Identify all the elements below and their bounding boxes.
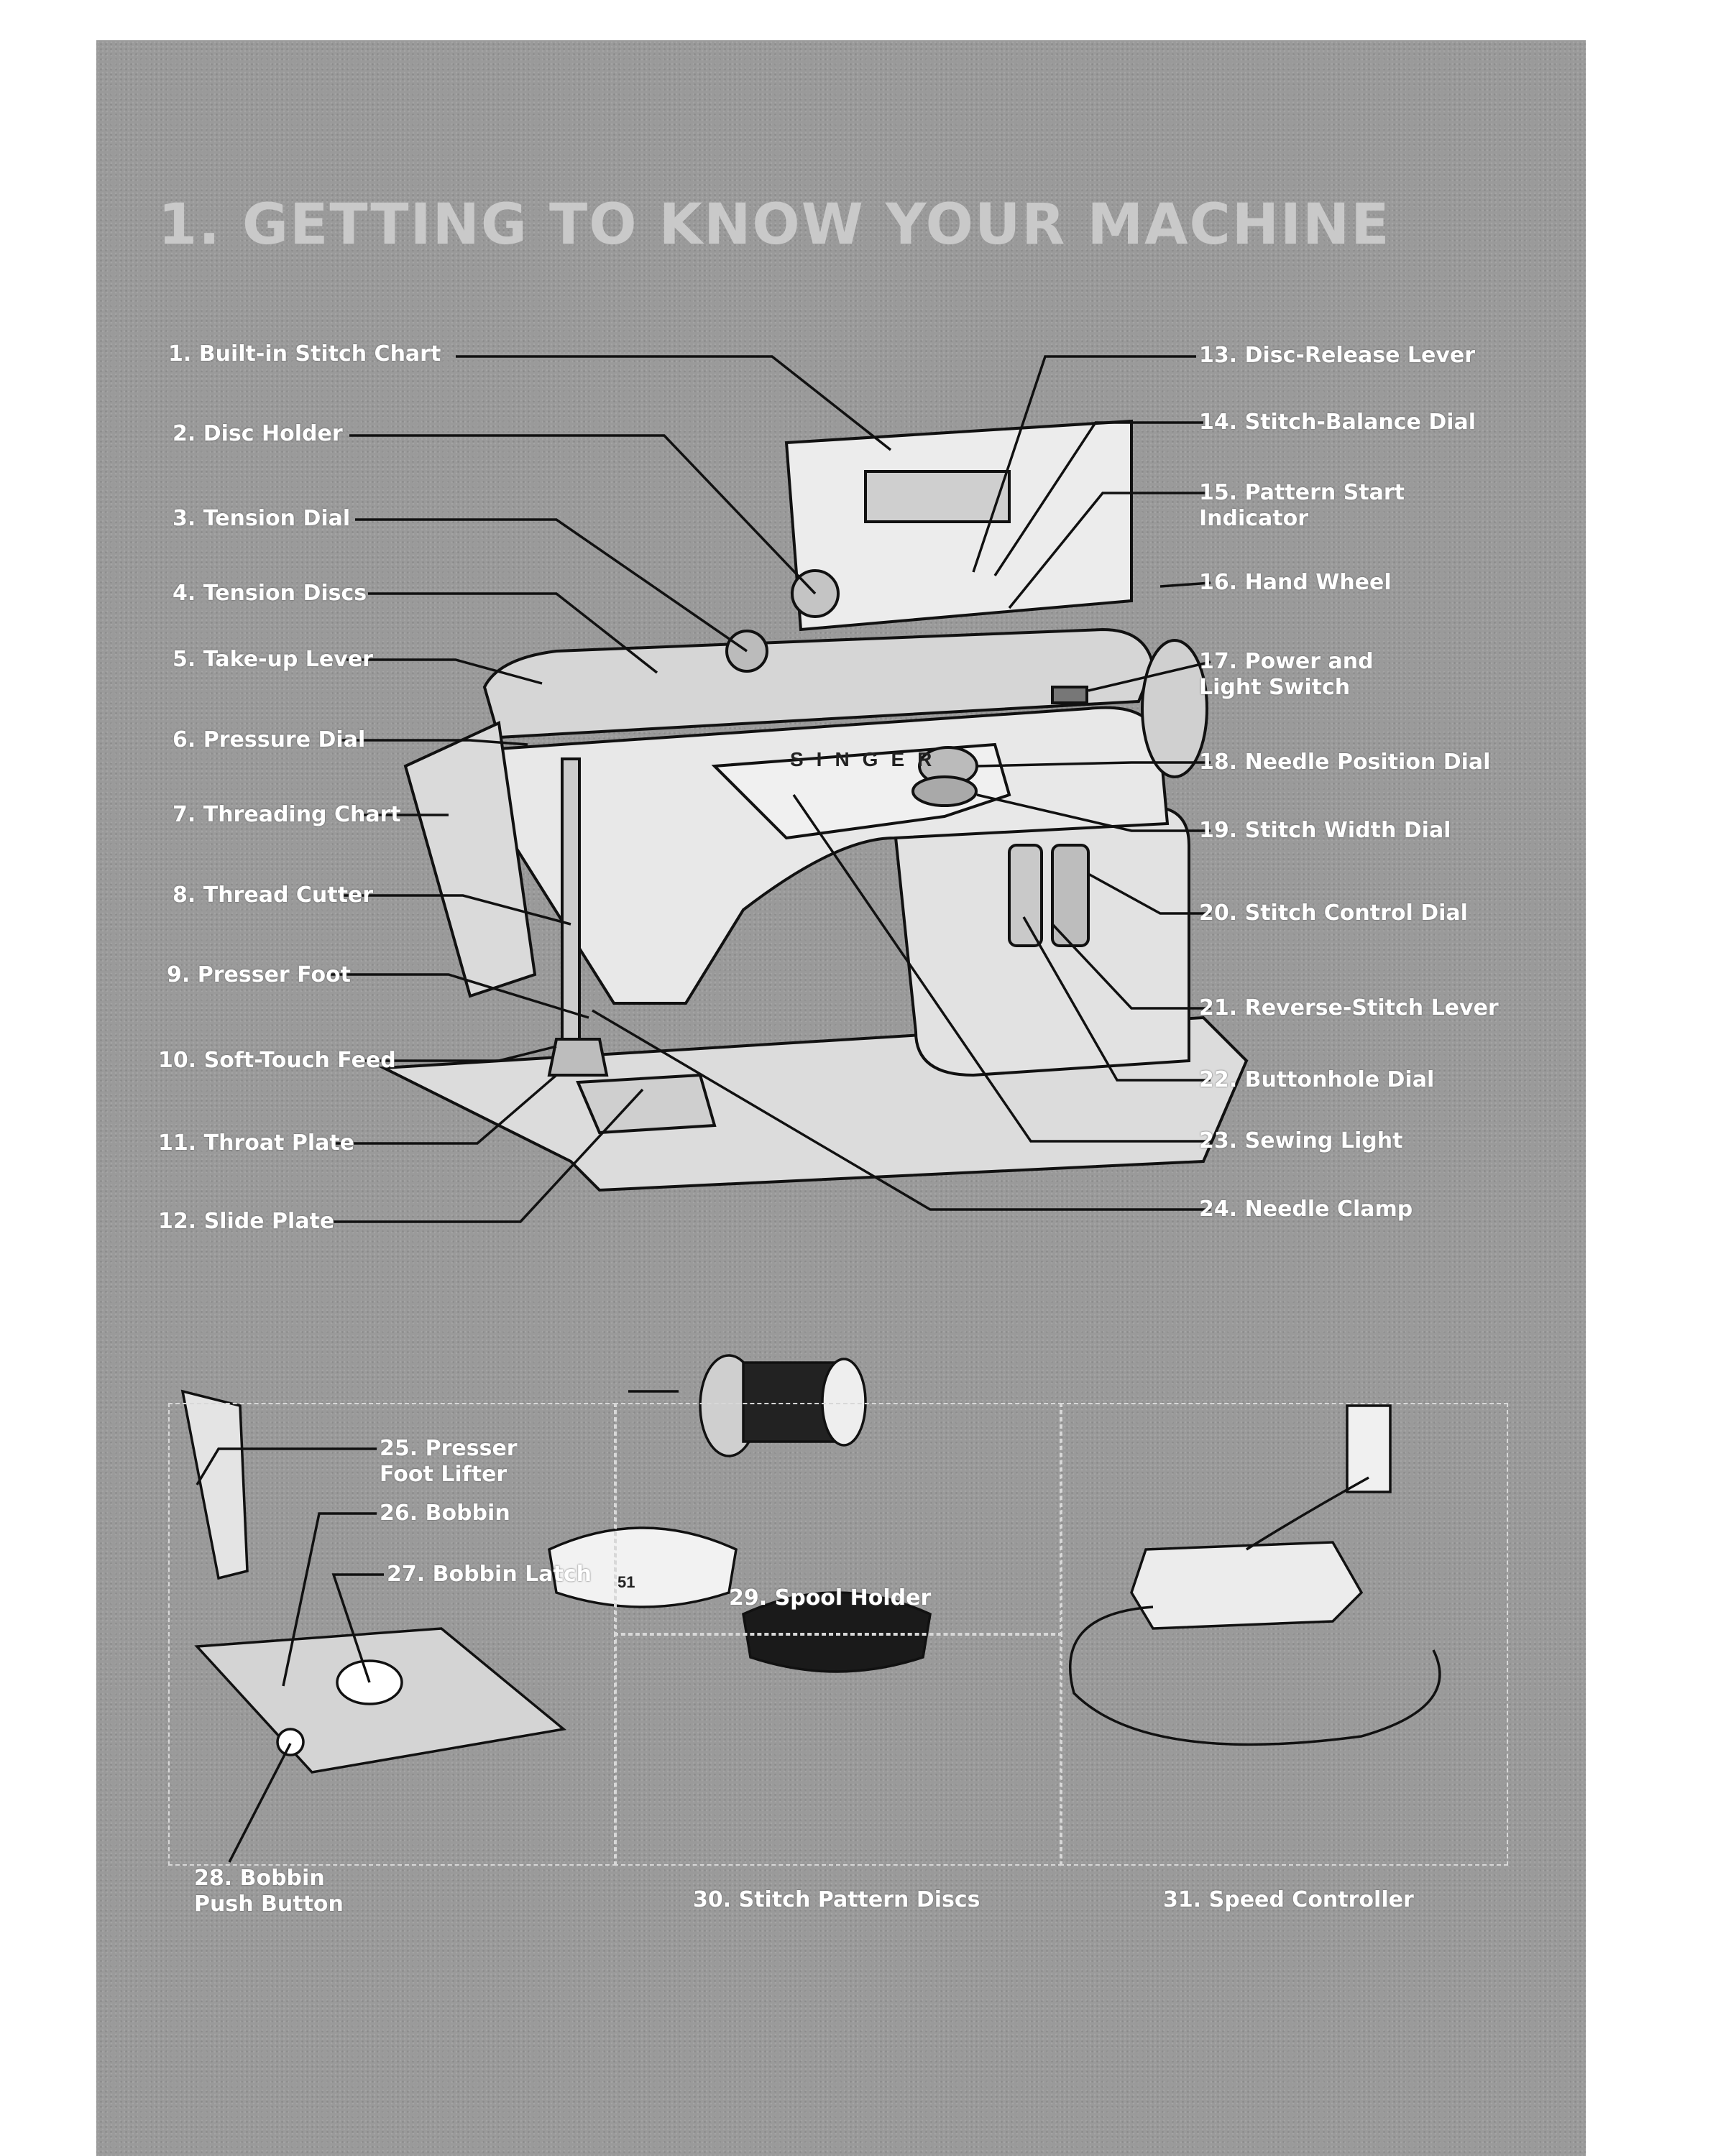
leader-20 — [1088, 872, 1211, 915]
disc-dark — [742, 1591, 932, 1673]
leader-6 — [339, 739, 528, 746]
label-presser-foot-lifter: 25. Presser Foot Lifter — [380, 1436, 518, 1487]
leader-24 — [592, 1009, 1211, 1211]
leader-26 — [282, 1512, 377, 1687]
buttonhole-dial — [1008, 844, 1043, 947]
leader-8 — [341, 894, 571, 926]
leader-17 — [1088, 660, 1211, 692]
inset-leader-lines — [196, 1390, 679, 1863]
label-hand-wheel: 16. Hand Wheel — [1199, 570, 1392, 595]
label-power-and-light-switch: 17. Power and Light Switch — [1199, 649, 1374, 700]
pedal-cord — [1069, 1476, 1441, 1746]
foot-pedal-shape — [1130, 1541, 1364, 1630]
leader-14 — [993, 421, 1203, 576]
inset-illustrations — [180, 1354, 1441, 1774]
inset-frame-discs — [614, 1633, 1062, 1866]
disc-light — [548, 1526, 738, 1608]
leader-18 — [976, 761, 1211, 768]
label-built-in-stitch-chart: 1. Built-in Stitch Chart — [168, 341, 441, 367]
leader-2 — [349, 434, 817, 595]
leader-25 — [196, 1447, 377, 1485]
label-threading-chart: 7. Threading Chart — [173, 802, 401, 827]
label-disc-release-lever: 13. Disc-Release Lever — [1199, 343, 1476, 368]
label-stitch-balance-dial: 14. Stitch-Balance Dial — [1199, 410, 1476, 435]
hand-wheel — [1141, 639, 1208, 778]
throat-plate-shape — [576, 1073, 717, 1135]
label-thread-cutter: 8. Thread Cutter — [173, 883, 374, 908]
leader-lines — [326, 355, 1211, 1223]
leader-5 — [346, 658, 543, 685]
sewing-machine-illustration — [378, 419, 1249, 1192]
presser-foot-shape — [547, 1038, 609, 1077]
label-stitch-control-dial: 20. Stitch Control Dial — [1199, 900, 1468, 926]
needle-bar — [561, 757, 581, 1041]
leader-23 — [792, 794, 1211, 1143]
leader-15 — [1008, 492, 1209, 609]
manual-page: 1. GETTING TO KNOW YOUR MACHINE — [96, 40, 1586, 2156]
label-disc-holder: 2. Disc Holder — [173, 421, 343, 446]
label-bobbin-latch: 27. Bobbin Latch — [387, 1562, 592, 1587]
leader-13 — [972, 355, 1196, 573]
page-title: 1. GETTING TO KNOW YOUR MACHINE — [158, 193, 1391, 257]
stitch-chart-panel — [864, 470, 1011, 523]
leader-22 — [1022, 916, 1211, 1082]
label-buttonhole-dial: 22. Buttonhole Dial — [1199, 1067, 1435, 1092]
leader-9 — [326, 973, 589, 1019]
stitch-width-dial — [911, 775, 978, 807]
stitch-control-dial — [1051, 844, 1090, 947]
label-soft-touch-feed: 10. Soft-Touch Feed — [158, 1048, 396, 1073]
label-sewing-light: 23. Sewing Light — [1199, 1128, 1403, 1153]
label-presser-foot: 9. Presser Foot — [167, 962, 352, 987]
leader-12 — [331, 1088, 644, 1223]
label-take-up-lever: 5. Take-up Lever — [173, 647, 373, 672]
inset-frame-spool — [614, 1403, 1062, 1636]
leader-3 — [355, 518, 748, 653]
power-switch-shape — [1051, 686, 1088, 704]
leader-27 — [331, 1573, 384, 1683]
label-needle-clamp: 24. Needle Clamp — [1199, 1197, 1413, 1222]
label-tension-discs: 4. Tension Discs — [173, 581, 367, 606]
presser-foot-lifter-shape — [180, 1389, 249, 1580]
label-spool-holder: 29. Spool Holder — [729, 1585, 932, 1611]
spool-cap — [821, 1358, 867, 1447]
leader-28 — [228, 1743, 292, 1863]
machine-brand: SINGER — [790, 748, 945, 770]
threading-chart-door — [403, 721, 537, 998]
leader-21 — [1051, 923, 1211, 1010]
leader-4 — [368, 592, 658, 674]
leader-16 — [1159, 581, 1211, 588]
label-pattern-start-indicator: 15. Pattern Start Indicator — [1199, 480, 1405, 531]
label-speed-controller: 31. Speed Controller — [1163, 1887, 1414, 1912]
leader-11 — [335, 1074, 558, 1145]
inset-frame-controller — [1060, 1403, 1508, 1866]
label-stitch-width-dial: 19. Stitch Width Dial — [1199, 818, 1451, 843]
label-stitch-pattern-discs: 30. Stitch Pattern Discs — [693, 1887, 980, 1912]
label-pressure-dial: 6. Pressure Dial — [173, 727, 366, 752]
disc-number: 51 — [617, 1573, 635, 1591]
leader-10 — [362, 1045, 557, 1062]
machine-diagram: SINGER — [180, 355, 1441, 1863]
label-needle-position-dial: 18. Needle Position Dial — [1199, 750, 1491, 775]
leader-1 — [456, 355, 892, 451]
bobbin-push-button-shape — [276, 1728, 305, 1756]
leader-19 — [976, 793, 1211, 832]
label-throat-plate: 11. Throat Plate — [158, 1130, 355, 1156]
label-bobbin-push-button: 28. Bobbin Push Button — [194, 1866, 344, 1917]
label-reverse-stitch-lever: 21. Reverse-Stitch Lever — [1199, 995, 1499, 1021]
label-tension-dial: 3. Tension Dial — [173, 506, 351, 531]
label-bobbin: 26. Bobbin — [380, 1501, 510, 1526]
label-slide-plate: 12. Slide Plate — [158, 1209, 335, 1234]
